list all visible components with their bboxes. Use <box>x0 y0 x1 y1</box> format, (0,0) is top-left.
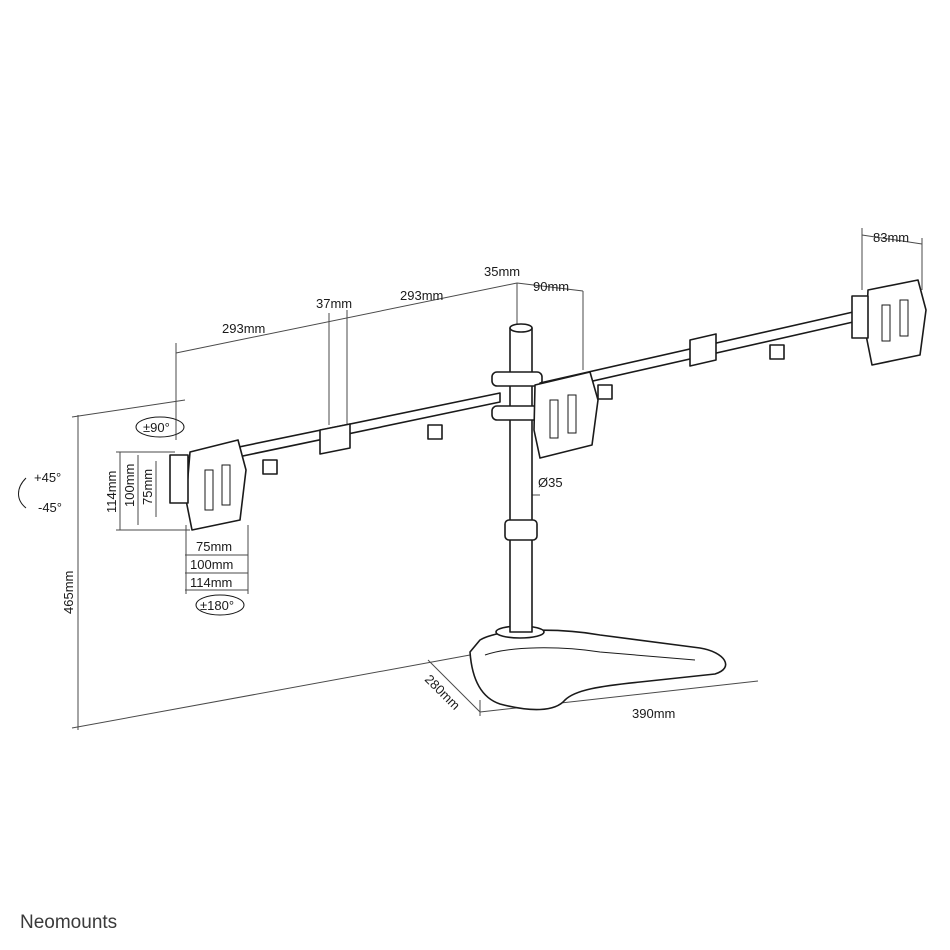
cable-clip <box>504 519 538 541</box>
height-bottom-extension <box>71 654 471 729</box>
arm-right-length-label: 293mm <box>400 288 443 303</box>
cable-hook-3 <box>597 384 613 400</box>
right-plate-width-line <box>861 234 923 245</box>
base-depth-line <box>427 659 481 713</box>
rotation-indicators <box>18 416 245 616</box>
brand-logo: Neomounts <box>20 912 117 933</box>
vesa-h-75-label: 75mm <box>196 539 232 554</box>
pole-collar-top <box>491 371 543 387</box>
vesa-h-114-label: 114mm <box>190 575 232 590</box>
swivel-label: ±90° <box>143 420 170 435</box>
height-top-extension <box>71 399 186 418</box>
vesa-h-100-label: 100mm <box>190 557 233 572</box>
total-height-label: 465mm <box>61 571 76 614</box>
left-tilt-hinge <box>169 454 189 504</box>
clamp-width-label: 37mm <box>316 296 352 311</box>
right-plate-width-label: 83mm <box>873 230 909 245</box>
arm-left-length-label: 293mm <box>222 321 265 336</box>
vesa-plate-center <box>533 371 599 459</box>
labels: 293mm 293mm 37mm 35mm 90mm 83mm Ø35 465m… <box>34 230 909 721</box>
swivel-ellipse <box>135 416 185 438</box>
vesa-v-114-label: 114mm <box>104 471 119 513</box>
pole-offset-label: 35mm <box>484 264 520 279</box>
left-arm-joint <box>319 423 351 455</box>
tilt-arrow <box>18 477 27 509</box>
vesa-v-100-label: 100mm <box>122 464 137 507</box>
stand-base <box>469 625 727 711</box>
tilt-up-label: +45° <box>34 470 61 485</box>
dimension-lines <box>71 228 923 730</box>
base-depth-label: 280mm <box>422 672 463 713</box>
rotate-ellipse <box>195 594 245 616</box>
pole-diameter-label: Ø35 <box>538 475 563 490</box>
vesa-plate-left <box>169 439 247 531</box>
plate-offset-dimension-line <box>516 282 584 292</box>
cable-hook-1 <box>262 459 278 475</box>
base-width-label: 390mm <box>632 706 675 721</box>
vesa-v-75-label: 75mm <box>140 469 155 505</box>
right-tilt-hinge <box>851 295 869 339</box>
cable-hook-4 <box>769 344 785 360</box>
vesa-plate-right <box>851 279 927 366</box>
cable-hook-2 <box>427 424 443 440</box>
right-arm-joint <box>689 333 717 367</box>
tilt-down-label: -45° <box>38 500 62 515</box>
center-plate-offset-label: 90mm <box>533 279 569 294</box>
stand-pole <box>491 323 543 633</box>
rotate-label: ±180° <box>200 598 234 613</box>
